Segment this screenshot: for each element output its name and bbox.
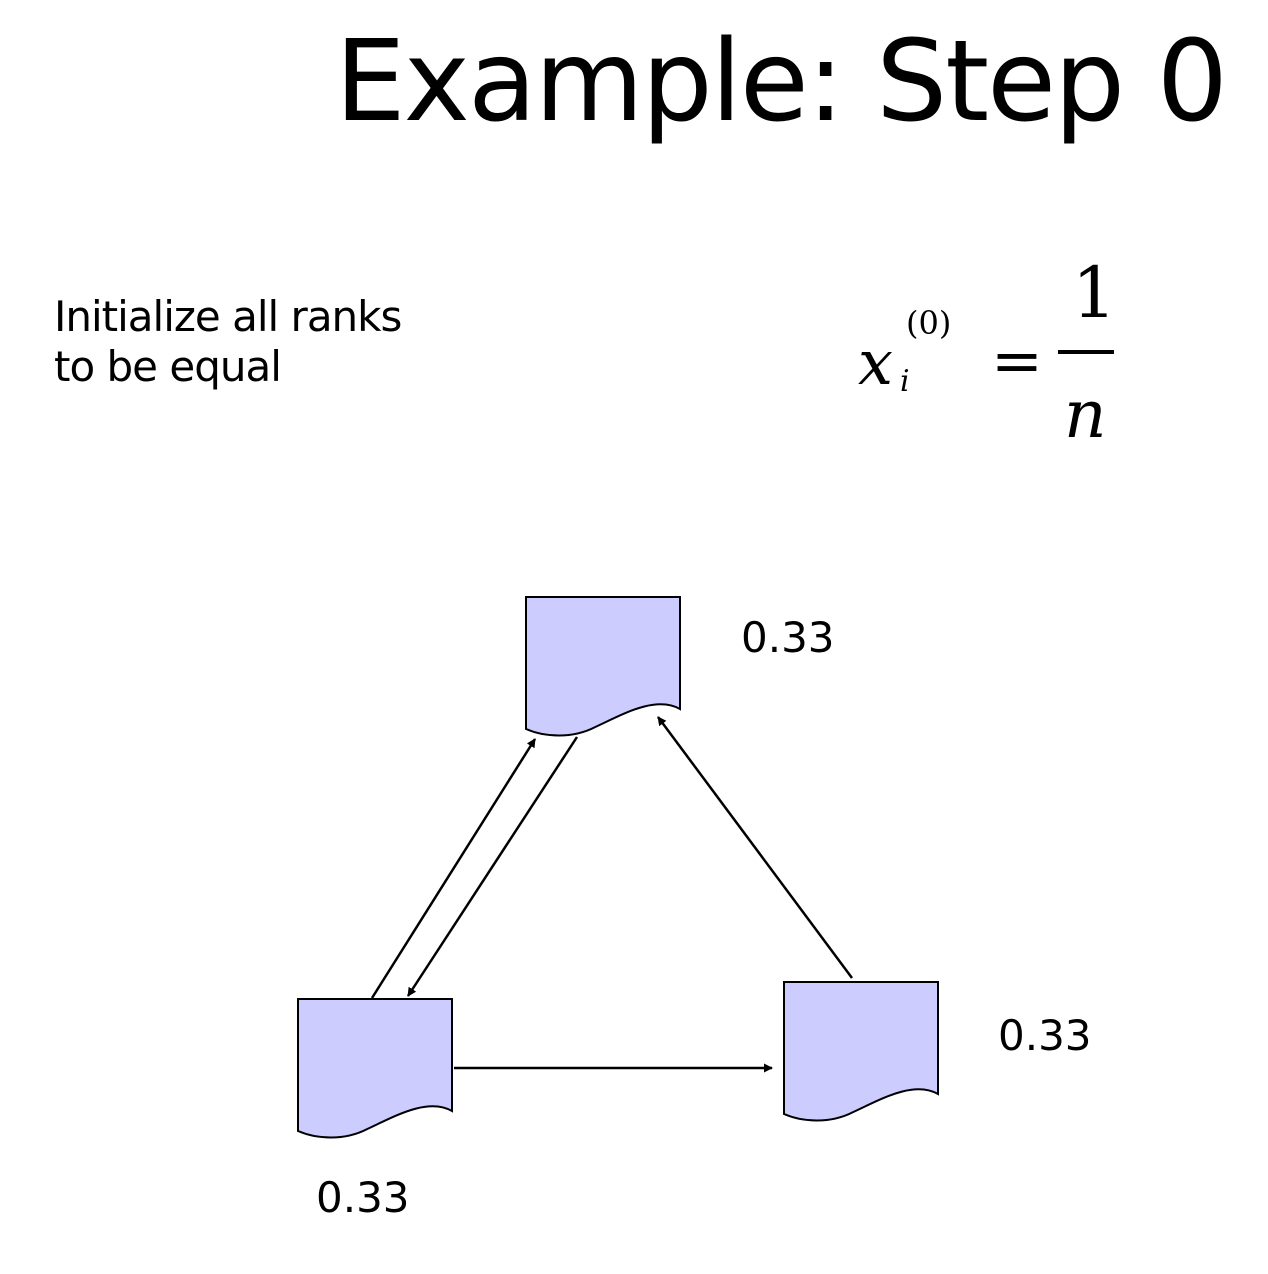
edges bbox=[370, 716, 854, 1073]
node-top-document bbox=[525, 596, 681, 737]
nodes bbox=[297, 596, 939, 1139]
description-line-1: Initialize all ranks bbox=[54, 292, 402, 341]
formula-numerator: 1 bbox=[1072, 252, 1117, 334]
edge-bottom-left-to-top bbox=[370, 738, 537, 999]
node-bottom-left-document bbox=[297, 998, 453, 1139]
formula-fraction-bar bbox=[1058, 350, 1114, 354]
rank-label-top: 0.33 bbox=[741, 613, 835, 662]
formula-denominator: n bbox=[1064, 376, 1107, 453]
formula-superscript: (0) bbox=[906, 304, 952, 342]
edge-bottom-right-to-top bbox=[656, 716, 854, 979]
description-line-2: to be equal bbox=[54, 342, 282, 391]
initial-rank-formula: x (0) i = 1 n bbox=[858, 252, 1128, 458]
description-text: Initialize all ranks to be equal bbox=[54, 292, 402, 392]
slide-title: Example: Step 0 bbox=[334, 17, 1228, 147]
formula-subscript: i bbox=[900, 364, 910, 399]
rank-labels: 0.33 0.33 0.33 bbox=[316, 613, 1092, 1222]
rank-label-bottom-left: 0.33 bbox=[316, 1173, 410, 1222]
node-bottom-right-document bbox=[783, 981, 939, 1122]
edge-top-to-bottom-left bbox=[406, 736, 579, 997]
rank-label-bottom-right: 0.33 bbox=[998, 1011, 1092, 1060]
formula-variable: x bbox=[858, 326, 893, 399]
formula-equals: = bbox=[991, 324, 1043, 397]
